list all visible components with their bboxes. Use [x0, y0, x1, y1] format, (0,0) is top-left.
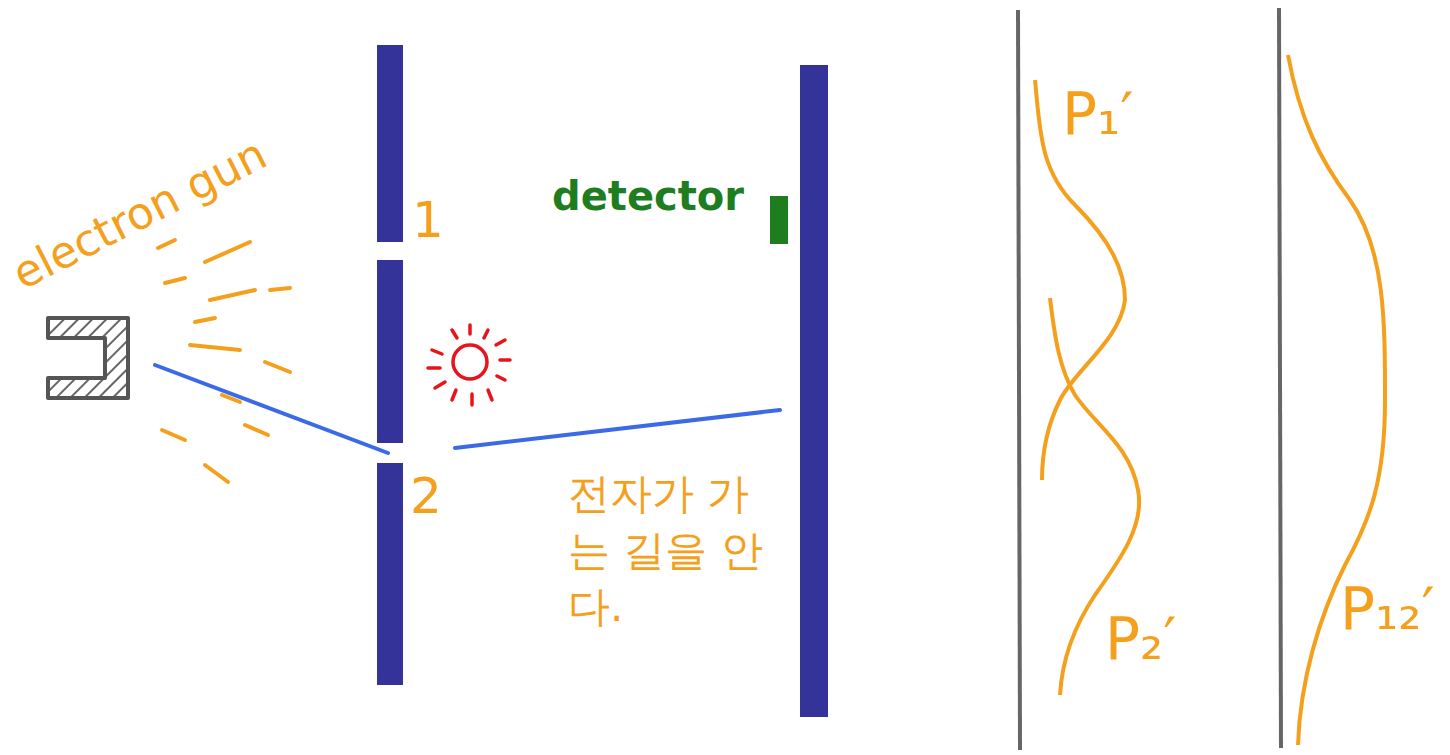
detector-symbol	[770, 196, 788, 244]
backstop	[800, 65, 828, 717]
slit-wall	[377, 45, 403, 685]
device-label: electron gun	[4, 128, 275, 301]
curve-label: P₂′	[1105, 605, 1176, 675]
note: 전자가 가는 길을 안다.	[568, 466, 783, 636]
axis-line	[1279, 8, 1281, 748]
electron-path	[455, 410, 780, 448]
device-label: detector	[552, 172, 744, 220]
curve-label: P₁₂′	[1340, 575, 1435, 645]
light-source	[428, 325, 510, 405]
electron-path	[155, 365, 388, 453]
curve-label: P₁′	[1062, 80, 1133, 150]
slit-number: 2	[410, 466, 442, 526]
electron-gun	[48, 318, 128, 398]
electron-spray	[158, 240, 290, 482]
slit-number: 1	[412, 190, 444, 250]
axis-line	[1018, 10, 1020, 750]
